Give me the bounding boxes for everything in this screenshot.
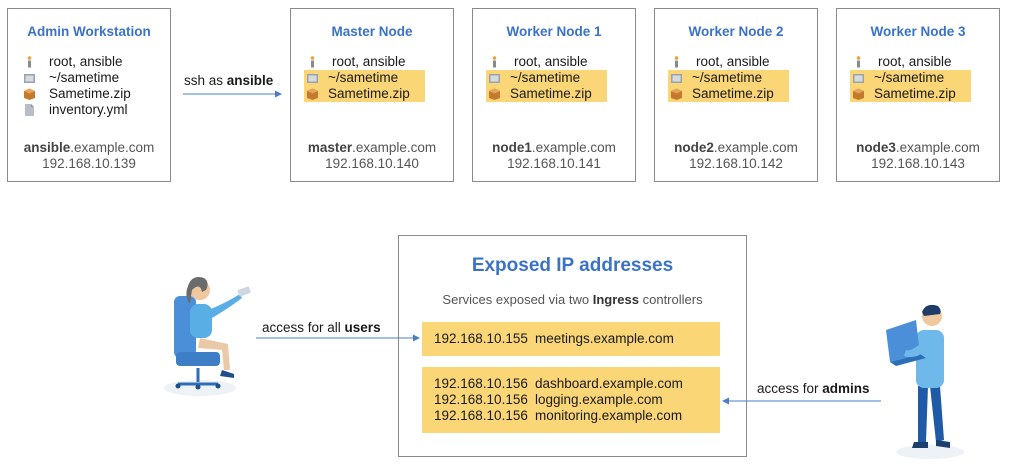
ip-domain: dashboard.example.com: [535, 376, 683, 391]
worker-node-2-box: Worker Node 2 root, ansible ~/sametime S…: [654, 8, 818, 182]
admins-ip-group: 192.168.10.156 dashboard.example.com 192…: [422, 367, 720, 433]
node3-package-item: Sametime.zip: [850, 86, 971, 102]
worker-node-3-title: Worker Node 3: [870, 24, 966, 39]
master-ip: 192.168.10.140: [325, 156, 419, 171]
package-icon: [307, 88, 318, 100]
admin-ip: 192.168.10.139: [42, 156, 136, 171]
users-access-arrow: [256, 334, 420, 342]
admin-hostname: ansible.example.com: [23, 140, 155, 155]
ssh-label: ssh as ansible: [184, 73, 274, 88]
user-icon: [856, 56, 861, 68]
node1-hostname: node1.example.com: [492, 140, 616, 155]
ip-domain: meetings.example.com: [535, 331, 674, 346]
ip-address: 192.168.10.156: [434, 392, 528, 407]
admins-access-label: access for admins: [757, 381, 870, 396]
node1-folder-item: ~/sametime: [486, 70, 607, 86]
master-node-title: Master Node: [331, 24, 413, 39]
admins-access-arrow: [722, 397, 881, 405]
folder-icon: [24, 74, 35, 83]
user-icon: [27, 56, 32, 68]
ssh-arrow: [183, 90, 282, 98]
user-icon: [674, 56, 679, 68]
node3-folder-item: ~/sametime: [850, 70, 971, 86]
node2-package-item: Sametime.zip: [668, 86, 789, 102]
master-folder-item: ~/sametime: [304, 70, 425, 86]
node2-folder-item: ~/sametime: [668, 70, 789, 86]
folder-icon: [307, 74, 318, 83]
worker-node-1-title: Worker Node 1: [506, 24, 602, 39]
package-icon: [489, 88, 500, 100]
user-figure-illustration: [164, 277, 251, 396]
node3-ip: 192.168.10.143: [871, 156, 965, 171]
admin-workstation-box: Admin Workstation root, ansible ~/sameti…: [7, 8, 171, 182]
user-icon: [310, 56, 315, 68]
folder-icon: [489, 74, 500, 83]
user-icon: [492, 56, 497, 68]
ip-domain: monitoring.example.com: [535, 408, 683, 423]
folder-icon: [853, 74, 864, 83]
ip-domain: logging.example.com: [535, 392, 663, 407]
master-node-box: Master Node root, ansible ~/sametime Sam…: [290, 8, 454, 182]
exposed-ip-subtitle: Services exposed via two Ingress control…: [442, 292, 703, 307]
package-icon: [671, 88, 682, 100]
node1-ip: 192.168.10.141: [507, 156, 601, 171]
worker-node-2-title: Worker Node 2: [688, 24, 784, 39]
file-icon: [25, 104, 34, 116]
master-package-item: Sametime.zip: [304, 86, 425, 102]
worker-node-1-box: Worker Node 1 root, ansible ~/sametime S…: [472, 8, 636, 182]
node2-ip: 192.168.10.142: [689, 156, 783, 171]
ip-address: 192.168.10.156: [434, 376, 528, 391]
node2-hostname: node2.example.com: [674, 140, 798, 155]
exposed-ip-box: Exposed IP addresses Services exposed vi…: [398, 235, 747, 457]
node3-hostname: node3.example.com: [856, 140, 980, 155]
users-access-label: access for all users: [262, 320, 381, 335]
node1-package-item: Sametime.zip: [486, 86, 607, 102]
package-icon: [24, 88, 35, 100]
exposed-ip-title: Exposed IP addresses: [471, 255, 674, 276]
worker-node-3-box: Worker Node 3 root, ansible ~/sametime S…: [836, 8, 1000, 182]
folder-icon: [671, 74, 682, 83]
ip-address: 192.168.10.156: [434, 408, 528, 423]
users-ip-group: 192.168.10.155 meetings.example.com: [422, 322, 720, 356]
admin-figure-illustration: [886, 304, 964, 459]
master-hostname: master.example.com: [307, 140, 437, 155]
ip-address: 192.168.10.155: [434, 331, 528, 346]
package-icon: [853, 88, 864, 100]
admin-workstation-title: Admin Workstation: [27, 24, 151, 39]
